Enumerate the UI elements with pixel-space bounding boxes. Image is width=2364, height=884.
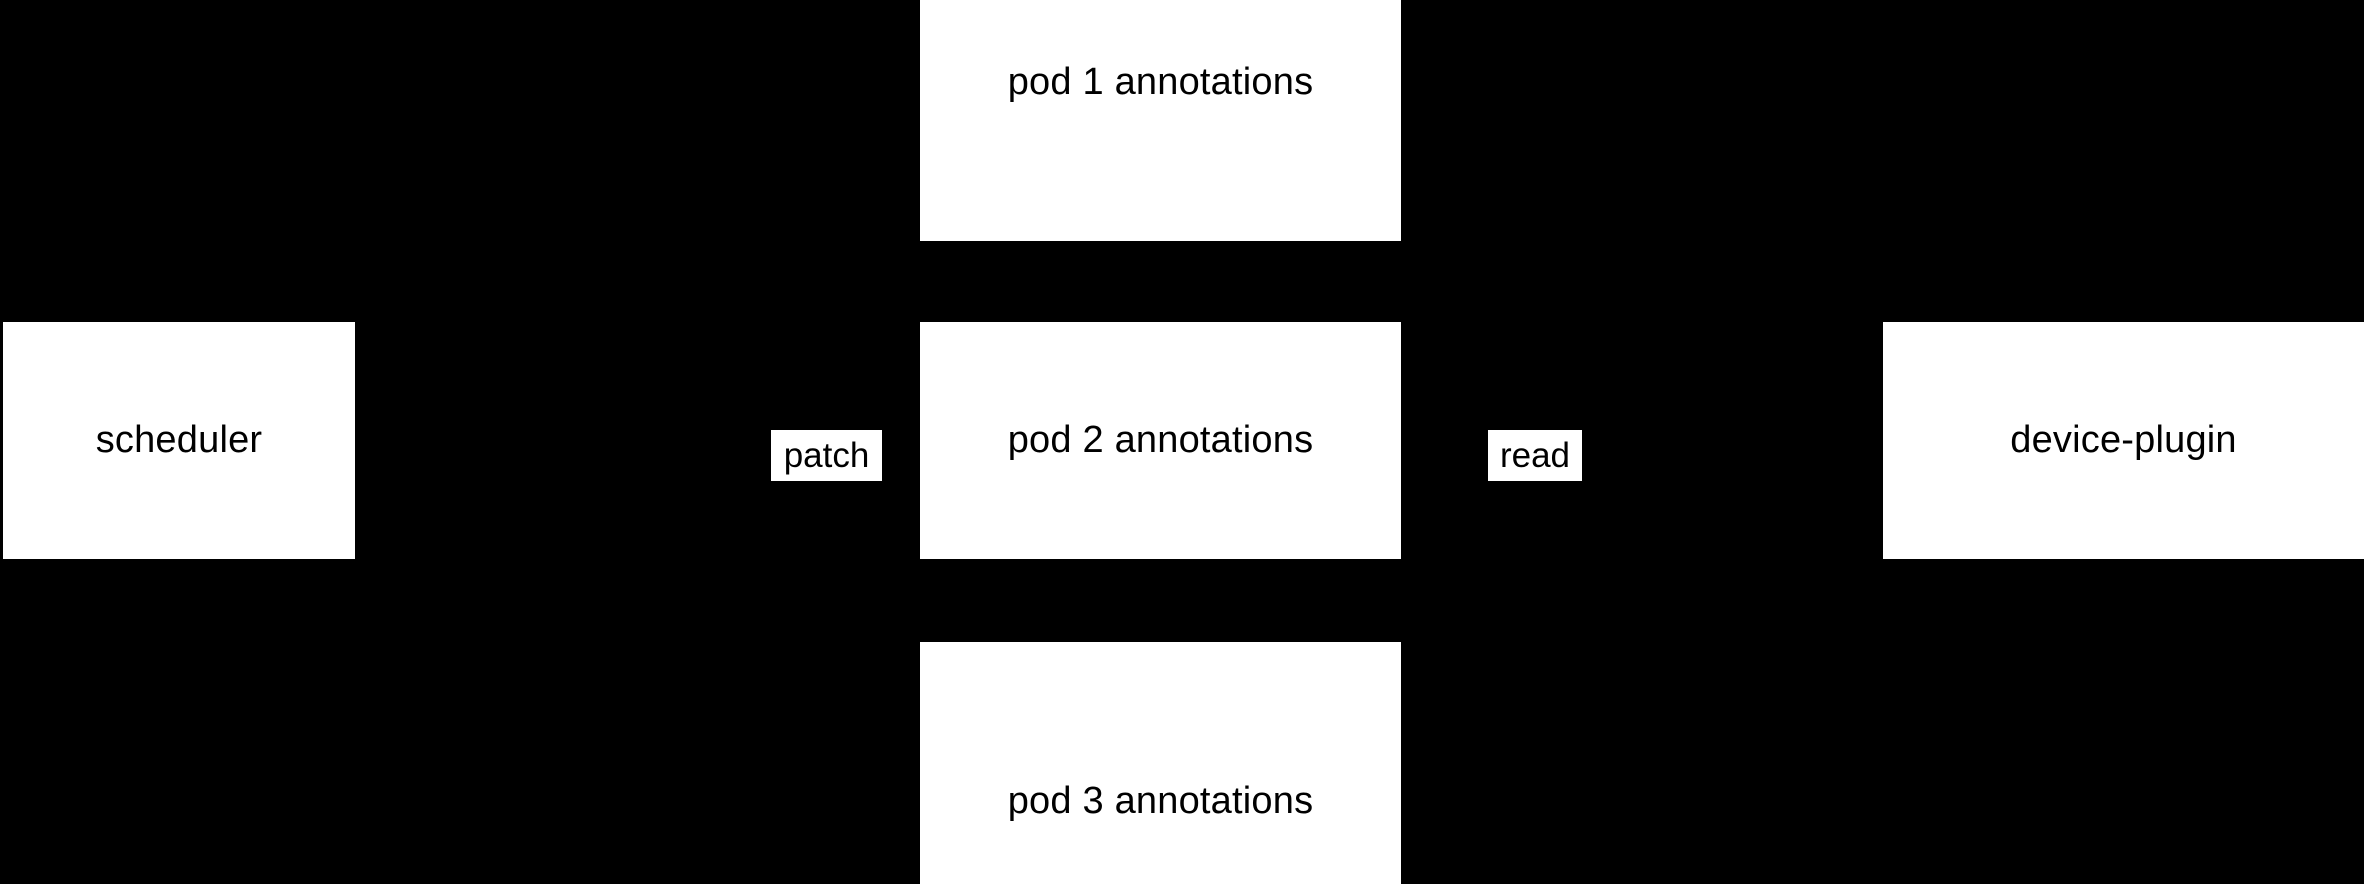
node-pod-1-annotations-label: pod 1 annotations [1007, 60, 1314, 103]
edge-label-patch-text: patch [783, 436, 870, 475]
edge-label-read-text: read [1499, 436, 1571, 475]
node-pod-2-annotations[interactable]: pod 2 annotations [920, 322, 1401, 559]
node-pod-1-annotations[interactable]: pod 1 annotations [920, 0, 1401, 241]
node-pod-3-annotations-label: pod 3 annotations [1007, 780, 1314, 823]
node-pod-2-annotations-label: pod 2 annotations [1007, 418, 1314, 461]
node-device-plugin-label: device-plugin [2010, 418, 2237, 461]
node-pod-3-annotations[interactable]: pod 3 annotations [920, 642, 1401, 884]
node-scheduler[interactable]: scheduler [3, 322, 355, 559]
node-device-plugin[interactable]: device-plugin [1883, 322, 2364, 559]
edge-label-patch: patch [771, 430, 882, 481]
edge-label-read: read [1488, 430, 1582, 481]
node-scheduler-label: scheduler [95, 418, 263, 461]
